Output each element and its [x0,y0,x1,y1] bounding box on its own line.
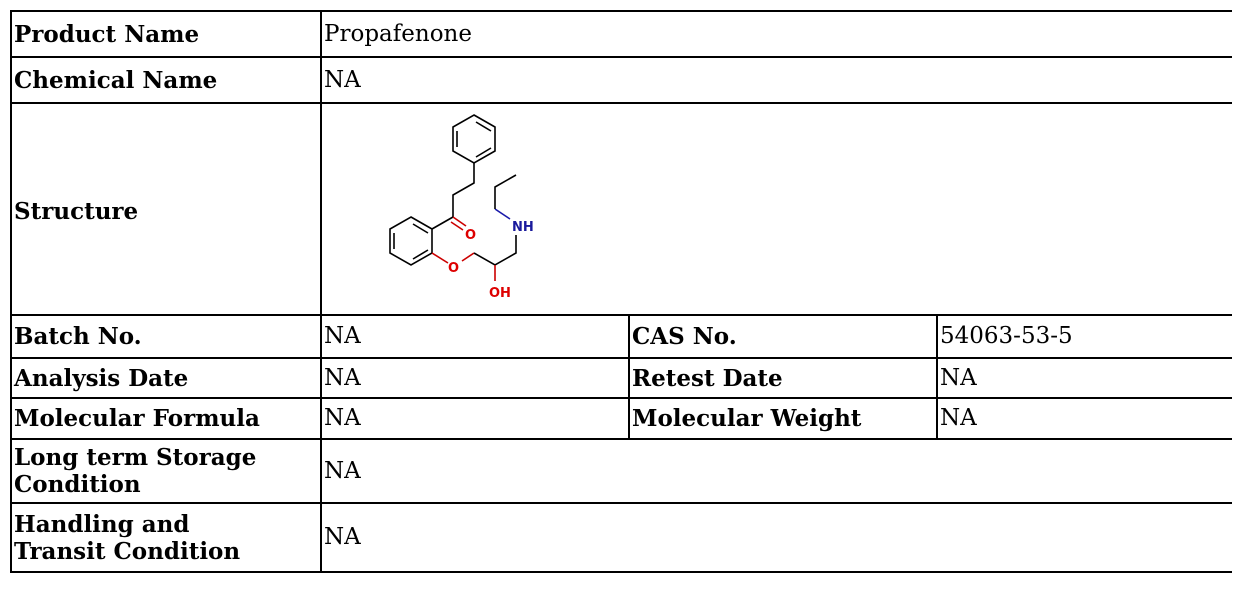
chain-bonds [452,163,475,217]
bond [431,216,454,230]
amine-label: NH [512,220,534,235]
molecular-weight-label: Molecular Weight [628,397,938,440]
retest-date-value: NA [936,357,1232,399]
carbonyl-bond [452,216,467,227]
storage-value: NA [320,438,1232,504]
storage-label-line1: Long term Storage [14,444,257,471]
amine-bond [494,208,511,220]
product-spec-table: Product Name Propafenone Chemical Name N… [10,10,1232,573]
analysis-date-label: Analysis Date [10,357,322,399]
hydroxyl-label: OH [489,286,511,301]
handling-label-cell: Handling and Transit Condition [10,502,322,573]
ether-bond [431,252,449,264]
table-row: Structure [10,102,1232,316]
bond [412,249,429,260]
carbonyl-oxygen-label: O [465,228,476,243]
bond [475,147,492,158]
product-name-value: Propafenone [320,10,1232,58]
ether-oxygen-label: O [448,261,459,276]
carbonyl-bond [450,221,464,231]
bond [475,121,492,132]
retest-date-label: Retest Date [628,357,938,399]
ether-bond [461,252,475,262]
chemical-name-value: NA [320,56,1232,104]
table-row: Analysis Date NA Retest Date NA [10,357,1232,399]
product-name-label: Product Name [10,10,322,58]
chemical-name-label: Chemical Name [10,56,322,104]
chain-bonds [473,235,517,266]
table-row: Batch No. NA CAS No. 54063-53-5 [10,314,1232,359]
molecule-structure-image: O O OH N [389,114,534,301]
structure-label: Structure [14,197,139,225]
molecular-weight-value: NA [936,397,1232,440]
handling-label-line1: Handling and [14,510,190,538]
table-row: Molecular Formula NA Molecular Weight NA [10,397,1232,440]
spec-sheet: Product Name Propafenone Chemical Name N… [10,10,1232,596]
storage-label-cell: Long term Storage Condition [10,438,322,504]
analysis-date-value: NA [320,357,630,399]
handling-value: NA [320,502,1232,573]
structure-cell: O O OH N [320,102,1232,316]
batch-no-value: NA [320,314,630,359]
table-row: Handling and Transit Condition NA [10,502,1232,573]
molecular-formula-label: Molecular Formula [10,397,322,440]
storage-label-line2: Condition [14,471,141,498]
table-row: Long term Storage Condition NA [10,438,1232,504]
cas-no-value: 54063-53-5 [936,314,1232,359]
bond [412,223,429,234]
cas-no-label: CAS No. [628,314,938,359]
phenyl-ring-left [389,216,433,266]
chain-bonds [494,174,517,209]
phenyl-ring-top [452,114,496,164]
batch-no-label: Batch No. [10,314,322,359]
structure-label-cell: Structure [10,102,322,316]
handling-label-line2: Transit Condition [14,537,241,565]
molecular-formula-value: NA [320,397,630,440]
table-row: Product Name Propafenone [10,10,1232,58]
table-row: Chemical Name NA [10,56,1232,104]
